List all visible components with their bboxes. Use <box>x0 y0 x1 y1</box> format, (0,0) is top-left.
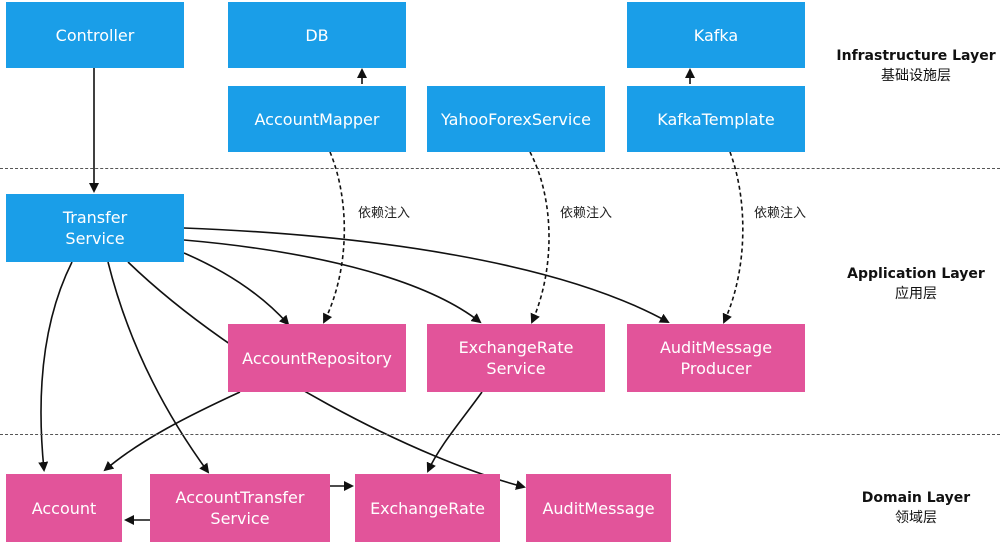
edge-transfer-service-to-account-transfer-service <box>107 261 210 474</box>
application-layer-label: Application Layer 应用层 <box>832 264 1000 304</box>
infrastructure-layer-label: Infrastructure Layer 基础设施层 <box>832 46 1000 86</box>
account-repository-node[interactable]: AccountRepository <box>228 324 406 392</box>
edge-transfer-service-to-audit-message-producer <box>183 227 670 323</box>
account-mapper-node[interactable]: AccountMapper <box>228 86 406 152</box>
audit-message-node[interactable]: AuditMessage <box>526 474 671 542</box>
edge-transfer-service-to-exchange-rate-service <box>183 239 482 324</box>
infrastructure-layer-name: Infrastructure Layer <box>836 48 996 64</box>
domain-layer-label: Domain Layer 领域层 <box>832 488 1000 528</box>
transfer-service-node[interactable]: Transfer Service <box>6 194 184 262</box>
edge-transfer-service-to-account <box>38 261 73 472</box>
di-edge-account-mapper-to-account-repository <box>323 151 346 324</box>
infrastructure-application-separator <box>0 168 1000 169</box>
exchange-rate-node[interactable]: ExchangeRate <box>355 474 500 542</box>
domain-layer-name: Domain Layer <box>861 490 971 506</box>
di-edge-yahoo-forex-service-to-exchange-rate-service <box>529 151 550 324</box>
di-label-account: 依赖注入 <box>356 205 413 223</box>
application-layer-name: Application Layer <box>847 266 985 282</box>
edge-account-repository-to-account <box>103 391 241 472</box>
audit-message-producer-node[interactable]: AuditMessage Producer <box>627 324 805 392</box>
application-layer-sub: 应用层 <box>895 286 937 302</box>
application-domain-separator <box>0 434 1000 435</box>
edge-transfer-service-to-audit-message <box>127 261 526 490</box>
account-node[interactable]: Account <box>6 474 122 542</box>
kafka-node[interactable]: Kafka <box>627 2 805 68</box>
db-node[interactable]: DB <box>228 2 406 68</box>
account-transfer-service-node[interactable]: AccountTransfer Service <box>150 474 330 542</box>
di-edge-kafka-template-to-audit-message-producer <box>722 151 744 324</box>
di-label-audit: 依赖注入 <box>752 205 809 223</box>
controller-node[interactable]: Controller <box>6 2 184 68</box>
yahoo-forex-service-node[interactable]: YahooForexService <box>427 86 605 152</box>
domain-layer-sub: 领域层 <box>895 510 937 526</box>
kafka-template-node[interactable]: KafkaTemplate <box>627 86 805 152</box>
di-label-exchange: 依赖注入 <box>558 205 615 223</box>
infrastructure-layer-sub: 基础设施层 <box>881 68 951 84</box>
exchange-rate-service-node[interactable]: ExchangeRate Service <box>427 324 605 392</box>
edge-transfer-service-to-account-repository <box>183 252 290 326</box>
edge-exchange-rate-service-to-exchange-rate <box>426 391 483 473</box>
